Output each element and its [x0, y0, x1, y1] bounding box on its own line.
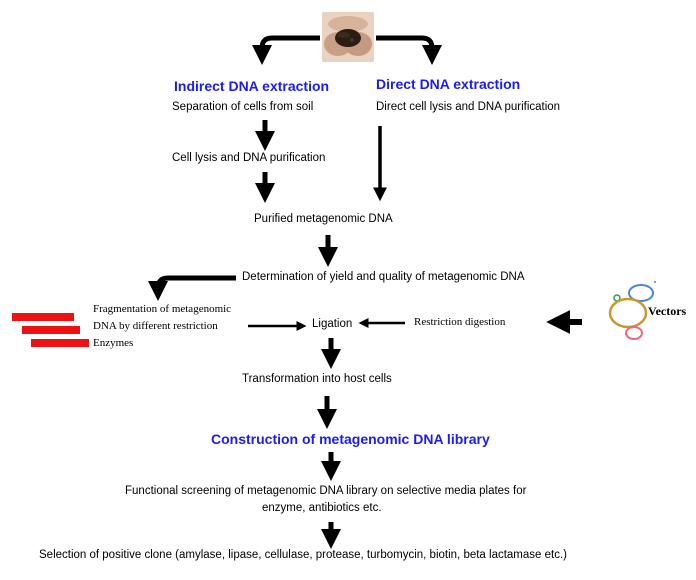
yield-quality-step: Determination of yield and quality of me… [242, 271, 525, 283]
library-construction-title: Construction of metagenomic DNA library [211, 431, 490, 447]
direct-extraction-title: Direct DNA extraction [376, 76, 521, 92]
separation-step: Separation of cells from soil [172, 101, 314, 113]
indirect-extraction-title: Indirect DNA extraction [174, 78, 330, 94]
cell-lysis-step: Cell lysis and DNA purification [172, 152, 326, 164]
hands-holding-soil-icon [322, 12, 374, 62]
screening-line-2: enzyme, antibiotics etc. [262, 502, 382, 514]
transformation-step: Transformation into host cells [242, 373, 392, 385]
ligation-step: Ligation [312, 318, 353, 330]
direct-lysis-step: Direct cell lysis and DNA purification [376, 101, 561, 113]
vectors-label: Vectors [648, 304, 687, 318]
positive-clone-selection: Selection of positive clone (amylase, li… [39, 549, 567, 561]
fragmentation-line-3: Enzymes [93, 337, 134, 349]
fragmentation-line-2: DNA by different restriction [93, 320, 218, 332]
restriction-digestion-step: Restriction digestion [414, 316, 506, 328]
dna-fragments-icon [12, 313, 89, 347]
arrow-soil-to-indirect [252, 35, 320, 65]
screening-line-1: Functional screening of metagenomic DNA … [125, 485, 527, 497]
purified-dna-step: Purified metagenomic DNA [254, 213, 393, 225]
arrow-soil-to-direct [376, 35, 442, 65]
arrow-yield-to-fragmentation [148, 275, 236, 301]
plasmid-vectors-icon [608, 281, 656, 340]
fragmentation-line-1: Fragmentation of metagenomic [93, 303, 232, 315]
